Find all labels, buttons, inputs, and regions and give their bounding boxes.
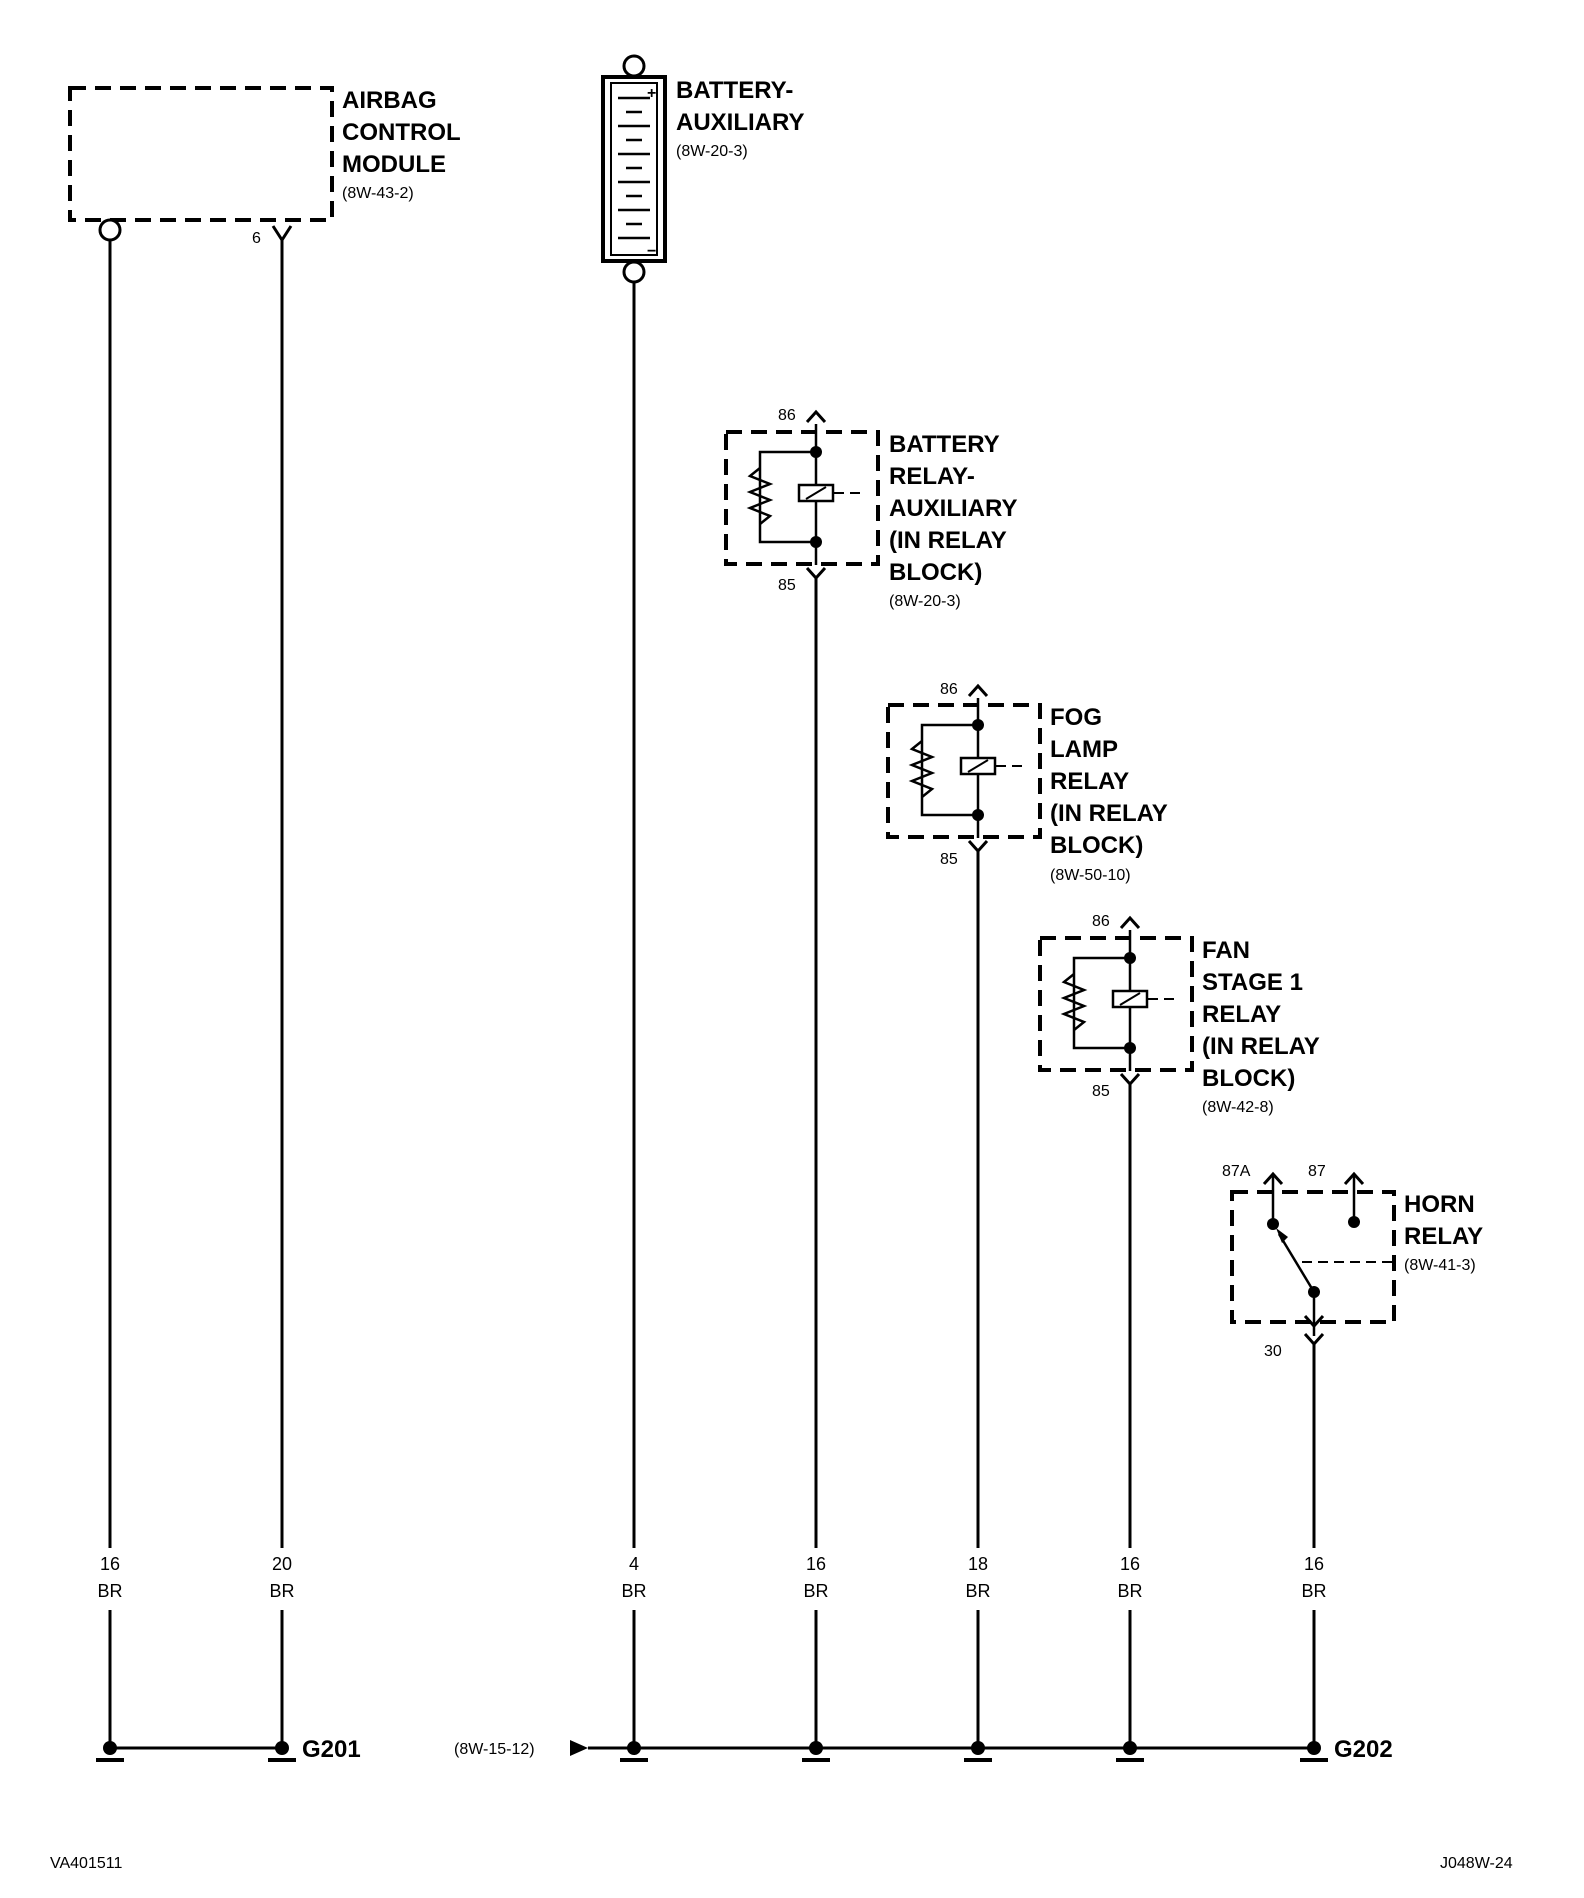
fog-relay-label-line1: FOG: [1050, 704, 1102, 731]
airbag-label-line1: AIRBAG: [342, 87, 437, 114]
airbag-control-module: 6 AIRBAG CONTROL MODULE (8W-43-2): [68, 86, 461, 247]
fog-relay-label-line2: LAMP: [1050, 736, 1118, 763]
airbag-ref: (8W-43-2): [342, 185, 414, 202]
fog-relay-label-line3: RELAY: [1050, 768, 1129, 795]
horn-relay-label-line2: RELAY: [1404, 1223, 1483, 1250]
g202-reference: (8W-15-12): [454, 1741, 535, 1758]
fog-relay-label-line5: BLOCK): [1050, 832, 1143, 859]
airbag-pin-6: 6: [252, 230, 261, 247]
wire-5-color: BR: [965, 1581, 990, 1601]
battery-aux-label-line2: AUXILIARY: [676, 109, 804, 136]
wire-6-gauge: 16: [1120, 1554, 1140, 1574]
fan-relay-pin-85: 85: [1092, 1083, 1110, 1100]
battery-relay-label-line1: BATTERY: [889, 431, 1000, 458]
wire-6-color: BR: [1117, 1581, 1142, 1601]
ground-g202: (8W-15-12) G202: [454, 1736, 1393, 1763]
battery-relay-auxiliary: 86 85 BATTERY RELAY- AUXILIARY (IN RELAY…: [724, 407, 1017, 610]
fan-relay-ref: (8W-42-8): [1202, 1099, 1274, 1116]
wire-2-gauge: 20: [272, 1554, 292, 1574]
wire-7-gauge: 16: [1304, 1554, 1324, 1574]
fog-relay-pin-85: 85: [940, 851, 958, 868]
battery-relay-label-line2: RELAY-: [889, 463, 975, 490]
wire-1-color: BR: [97, 1581, 122, 1601]
wire-3-color: BR: [621, 1581, 646, 1601]
fan-relay-label-line2: STAGE 1: [1202, 969, 1303, 996]
battery-minus-sign: −: [647, 243, 656, 260]
footer-right-code: J048W-24: [1440, 1855, 1513, 1872]
fan-relay-pin-86: 86: [1092, 913, 1110, 930]
fog-lamp-relay: 86 85 FOG LAMP RELAY (IN RELAY BLOCK) (8…: [886, 681, 1168, 884]
battery-relay-label-line4: (IN RELAY: [889, 527, 1007, 554]
battery-plus-sign: +: [647, 85, 656, 102]
battery-relay-ref: (8W-20-3): [889, 593, 961, 610]
fog-relay-ref: (8W-50-10): [1050, 867, 1131, 884]
wires: [108, 240, 1316, 1744]
battery-aux-label-line1: BATTERY-: [676, 77, 793, 104]
battery-aux-ref: (8W-20-3): [676, 143, 748, 160]
fan-relay-label-line5: BLOCK): [1202, 1065, 1295, 1092]
horn-relay-label-line1: HORN: [1404, 1191, 1475, 1218]
horn-relay-ref: (8W-41-3): [1404, 1257, 1476, 1274]
horn-relay-pin-87a: 87A: [1222, 1163, 1251, 1180]
battery-auxiliary: + − BATTERY- AUXILIARY (8W-20-3): [601, 54, 804, 284]
fog-relay-pin-86: 86: [940, 681, 958, 698]
wire-3-gauge: 4: [629, 1554, 639, 1574]
fan-relay-label-line4: (IN RELAY: [1202, 1033, 1320, 1060]
g201-label: G201: [302, 1736, 361, 1763]
airbag-label-line3: MODULE: [342, 151, 446, 178]
battery-relay-label-line5: BLOCK): [889, 559, 982, 586]
wire-labels: 16 BR 20 BR 4 BR 16 BR 18 BR 16 BR 16 BR: [97, 1554, 1326, 1601]
battery-relay-pin-86: 86: [778, 407, 796, 424]
battery-relay-label-line3: AUXILIARY: [889, 495, 1017, 522]
horn-relay: 87A 87 30 HORN RELAY (8W-41-3): [1222, 1163, 1483, 1360]
battery-relay-pin-85: 85: [778, 577, 796, 594]
horn-relay-pin-30: 30: [1264, 1343, 1282, 1360]
fan-relay-label-line3: RELAY: [1202, 1001, 1281, 1028]
fog-relay-label-line4: (IN RELAY: [1050, 800, 1168, 827]
footer-left-code: VA401511: [50, 1855, 122, 1872]
wire-5-gauge: 18: [968, 1554, 988, 1574]
wire-1-gauge: 16: [100, 1554, 120, 1574]
fan-relay-label-line1: FAN: [1202, 937, 1250, 964]
fan-stage-1-relay: 86 85 FAN STAGE 1 RELAY (IN RELAY BLOCK)…: [1038, 913, 1320, 1116]
g202-label: G202: [1334, 1736, 1393, 1763]
wire-7-color: BR: [1301, 1581, 1326, 1601]
airbag-label-line2: CONTROL: [342, 119, 461, 146]
wire-4-color: BR: [803, 1581, 828, 1601]
wire-2-color: BR: [269, 1581, 294, 1601]
wire-4-gauge: 16: [806, 1554, 826, 1574]
horn-relay-pin-87: 87: [1308, 1163, 1326, 1180]
ground-g201: G201: [96, 1736, 361, 1763]
